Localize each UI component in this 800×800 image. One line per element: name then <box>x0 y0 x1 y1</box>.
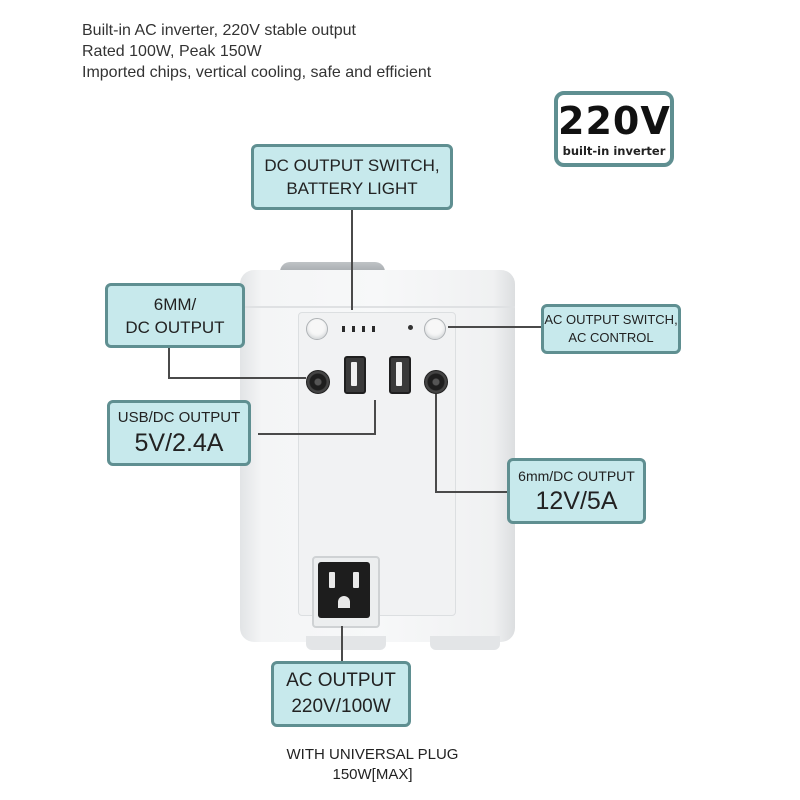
callout-ac-output-line1: AC OUTPUT <box>286 670 396 691</box>
connector-left-dc-h <box>168 377 306 379</box>
callout-dc-switch-line2: BATTERY LIGHT <box>286 179 418 198</box>
callout-ac-switch-line2: AC CONTROL <box>568 330 654 345</box>
callout-right-dc-line1: 6mm/DC OUTPUT <box>518 468 635 484</box>
badge-voltage: 220V <box>558 99 671 143</box>
outlet-slot-right <box>353 572 359 588</box>
connector-usb-v <box>374 400 376 435</box>
callout-dc-switch: DC OUTPUT SWITCH, BATTERY LIGHT <box>251 144 453 210</box>
ac-outlet <box>318 562 370 618</box>
connector-top <box>351 210 353 310</box>
intro-line-1: Built-in AC inverter, 220V stable output <box>82 22 356 39</box>
connector-left-dc-v <box>168 348 170 378</box>
callout-right-dc-output: 6mm/DC OUTPUT 12V/5A <box>507 458 646 524</box>
outlet-slot-left <box>329 572 335 588</box>
footer-line-1: WITH UNIVERSAL PLUG <box>286 746 459 763</box>
callout-ac-output: AC OUTPUT 220V/100W <box>271 661 411 727</box>
footer-line-2: 150W[MAX] <box>332 766 413 783</box>
callout-dc-switch-line1: DC OUTPUT SWITCH, <box>264 156 440 175</box>
callout-usb-line1: USB/DC OUTPUT <box>117 409 241 426</box>
ac-switch-button[interactable] <box>424 318 446 340</box>
dc-jack-right <box>424 370 448 394</box>
callout-ac-switch-line1: AC OUTPUT SWITCH, <box>544 312 678 327</box>
device-foot-left <box>306 636 386 650</box>
callout-ac-output-line2: 220V/100W <box>291 696 391 717</box>
battery-led-2 <box>352 326 355 332</box>
device-top-edge <box>240 306 515 308</box>
callout-left-dc-line1: 6MM/ <box>153 294 197 314</box>
callout-right-dc-line2: 12V/5A <box>535 487 618 515</box>
connector-right-dc-h <box>435 491 508 493</box>
callout-usb-line2: 5V/2.4A <box>134 429 224 457</box>
connector-ac-switch <box>448 326 541 328</box>
badge-caption: built-in inverter <box>562 144 666 158</box>
usb-port-1 <box>344 356 366 394</box>
connector-right-dc-v <box>435 394 437 492</box>
dc-switch-button[interactable] <box>306 318 328 340</box>
callout-left-dc-output: 6MM/ DC OUTPUT <box>105 283 245 348</box>
intro-line-3: Imported chips, vertical cooling, safe a… <box>82 64 432 81</box>
callout-left-dc-line2: DC OUTPUT <box>125 317 225 337</box>
callout-ac-switch: AC OUTPUT SWITCH, AC CONTROL <box>541 304 681 354</box>
voltage-badge: 220V built-in inverter <box>554 91 674 167</box>
battery-led-1 <box>342 326 345 332</box>
battery-led-3 <box>362 326 365 332</box>
dc-jack-left <box>306 370 330 394</box>
ac-indicator-led <box>408 325 413 330</box>
connector-usb-h <box>258 433 376 435</box>
intro-text: Built-in AC inverter, 220V stable output… <box>82 20 431 83</box>
connector-ac-output <box>341 626 343 662</box>
intro-line-2: Rated 100W, Peak 150W <box>82 43 262 60</box>
usb-port-2 <box>389 356 411 394</box>
battery-led-4 <box>372 326 375 332</box>
device-foot-right <box>430 636 500 650</box>
outlet-ground-hole <box>338 596 350 608</box>
callout-usb-output: USB/DC OUTPUT 5V/2.4A <box>107 400 251 466</box>
